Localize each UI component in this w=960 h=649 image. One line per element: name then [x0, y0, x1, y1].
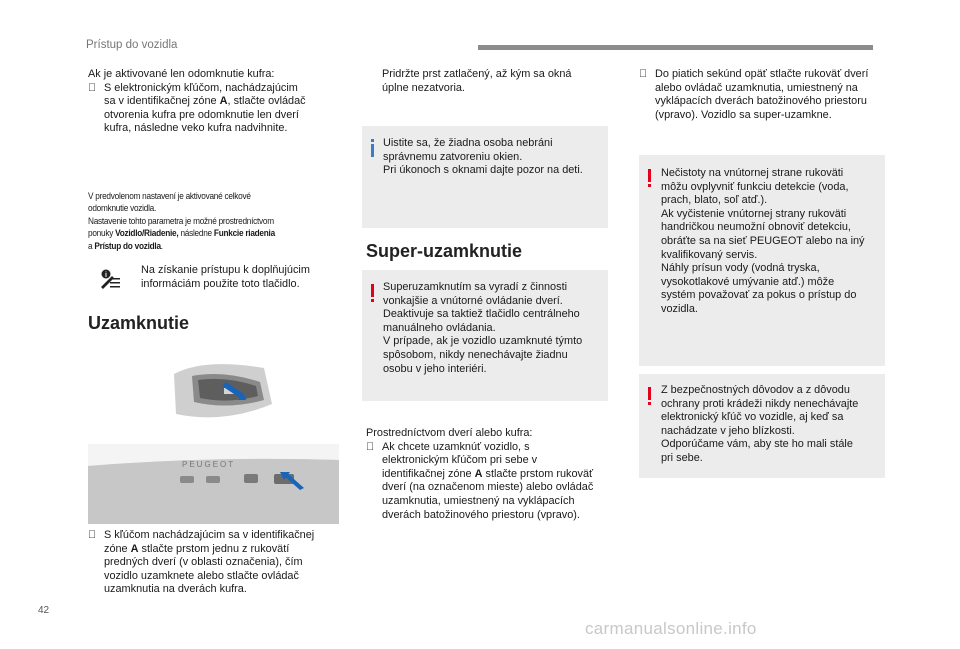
section-title-super-locking: Super-uzamknutie	[366, 241, 523, 261]
svg-text:i: i	[105, 272, 107, 279]
super-locking-warning-text: Superuzamknutím sa vyradí z činnosti von…	[383, 281, 583, 375]
warning-box-key-safety	[639, 374, 885, 478]
car-brand-label: PEUGEOT	[182, 460, 236, 469]
section-title-locking: Uzamknutie	[88, 313, 190, 333]
info-box-windows	[362, 126, 608, 228]
handle-dirt-warning-text: Nečistoty na vnútornej strane rukoväti m…	[661, 167, 865, 315]
column-1: Ak je aktivované len odomknutie kufra: …	[88, 68, 348, 136]
key-safety-warning-text: Z bezpečnostných dôvodov a z dôvodu ochr…	[661, 384, 859, 464]
warning-icon	[648, 169, 651, 182]
door-handle-illustration	[164, 354, 282, 436]
warning-icon	[371, 284, 374, 297]
running-header: Prístup do vozidla	[86, 39, 178, 51]
header-bar	[478, 45, 873, 50]
lock-instruction:  S kľúčom nachádzajúcim sa v identifika…	[88, 529, 348, 597]
help-book-icon[interactable]: i	[96, 264, 124, 292]
arrow-bullet-icon: 	[639, 68, 647, 82]
watermark[interactable]: carmanualsonline.info	[585, 619, 757, 638]
settings-note: V predvolenom nastavení je aktivované ce…	[88, 191, 275, 252]
warning-box-handle-dirt	[639, 155, 885, 366]
arrow-bullet-icon: 	[88, 529, 96, 543]
info-text: Uistite sa, že žiadna osoba nebráni sprá…	[383, 137, 583, 177]
warning-box-super-locking	[362, 270, 608, 401]
page-number: 42	[38, 605, 50, 616]
hold-text: Pridržte prst zatlačený, až kým sa okná …	[382, 68, 572, 94]
info-icon	[371, 139, 374, 142]
unlock-intro: Ak je aktivované len odomknutie kufra:	[88, 68, 275, 80]
warning-icon	[648, 387, 651, 400]
boot-lock-illustration: PEUGEOT	[88, 444, 339, 524]
help-text: Na získanie prístupu k doplňujúcim infor…	[141, 264, 310, 290]
arrow-bullet-icon: 	[366, 441, 374, 455]
arrow-bullet-icon: 	[88, 82, 96, 96]
via-doors-text: Prostredníctvom dverí alebo kufra:  Ak …	[366, 427, 594, 521]
repeat-press-text:  Do piatich sekúnd opäť stlačte rukoväť…	[639, 68, 889, 122]
unlock-boot-bullet:  S elektronickým kľúčom, nachádzajúcim …	[88, 82, 348, 136]
